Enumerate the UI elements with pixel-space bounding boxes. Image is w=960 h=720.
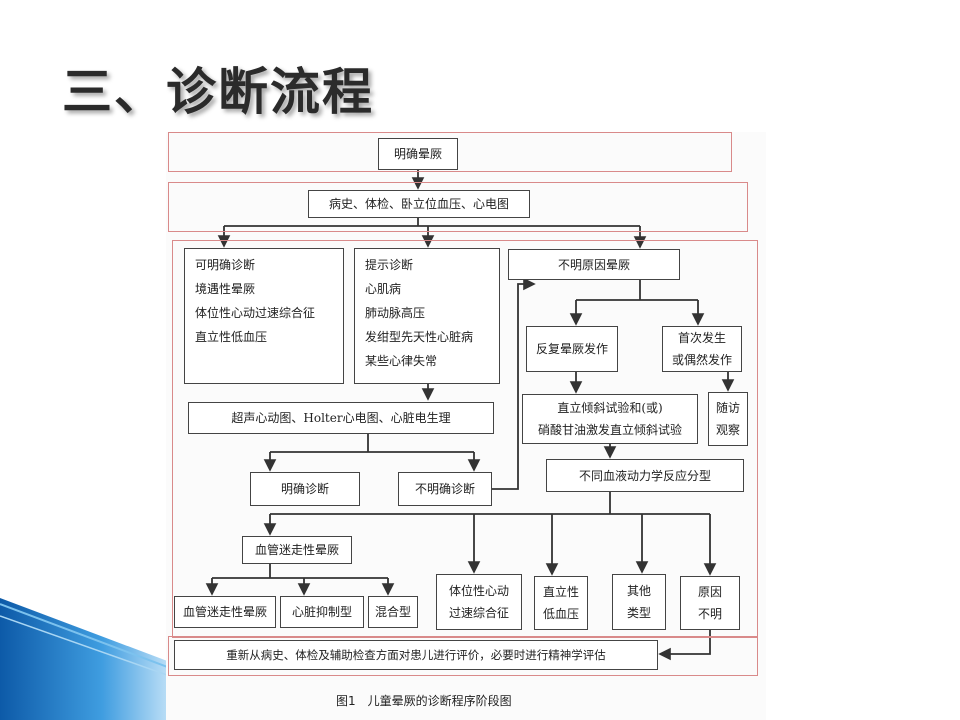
vasovagal-syncope-box: 血管迷走性晕厥 [242, 536, 352, 564]
definite-item: 体位性心动过速综合征 [195, 306, 316, 320]
unexplained-line: 原因 [697, 585, 722, 599]
tilt-test-line: 直立倾斜试验和(或) [557, 401, 663, 415]
followup-line: 观察 [715, 423, 740, 437]
history-exam-box: 病史、体检、卧立位血压、心电图 [308, 190, 530, 218]
first-episode-line: 首次发生 [677, 331, 726, 345]
other-types-line: 其他 [626, 584, 651, 598]
recurrent-syncope-box: 反复晕厥发作 [526, 326, 618, 372]
unexplained-box: 原因 不明 [680, 576, 740, 630]
other-types-line: 类型 [626, 606, 651, 620]
figure-caption: 图1 儿童晕厥的诊断程序阶段图 [336, 692, 596, 709]
stage-frame-1 [168, 132, 732, 172]
first-episode-line: 或偶然发作 [671, 353, 732, 367]
unclear-diagnosis-box: 不明确诊断 [398, 472, 492, 506]
figure-caption-text: 儿童晕厥的诊断程序阶段图 [367, 694, 512, 708]
definite-diagnosis-box: 可明确诊断 境遇性晕厥 体位性心动过速综合征 直立性低血压 [184, 248, 344, 384]
echo-holter-box: 超声心动图、Holter心电图、心脏电生理 [188, 402, 494, 434]
vvs-subtype-box: 心脏抑制型 [280, 596, 364, 628]
pots-line: 过速综合征 [448, 606, 509, 620]
first-episode-box: 首次发生 或偶然发作 [662, 326, 742, 372]
unexplained-line: 不明 [697, 607, 722, 621]
clear-diagnosis-box: 明确诊断 [250, 472, 360, 506]
definite-item: 境遇性晕厥 [195, 282, 256, 296]
stage-frame-2 [168, 182, 748, 232]
definite-diagnosis-title: 可明确诊断 [195, 258, 256, 272]
suggestive-item: 发绀型先天性心脏病 [365, 330, 474, 344]
stage-frame-4 [168, 636, 758, 676]
stage-frame-3 [172, 240, 758, 638]
definite-item: 直立性低血压 [195, 330, 268, 344]
followup-line: 随访 [715, 401, 740, 415]
figure-number: 图1 [336, 694, 356, 708]
re-evaluation-box: 重新从病史、体检及辅助检查方面对患儿进行评价，必要时进行精神学评估 [174, 640, 658, 670]
suggestive-item: 某些心律失常 [365, 354, 438, 368]
vvs-subtype-box: 血管迷走性晕厥 [174, 596, 276, 628]
pots-line: 体位性心动 [448, 584, 509, 598]
diagnosis-flowchart: 明确晕厥 病史、体检、卧立位血压、心电图 可明确诊断 境遇性晕厥 体位性心动过速… [166, 132, 766, 720]
tilt-test-box: 直立倾斜试验和(或) 硝酸甘油激发直立倾斜试验 [522, 394, 698, 444]
unknown-cause-box: 不明原因晕厥 [508, 249, 680, 280]
orthostatic-hypotension-box: 直立性 低血压 [534, 576, 588, 630]
pots-box: 体位性心动 过速综合征 [436, 574, 522, 630]
hemodynamic-type-box: 不同血液动力学反应分型 [546, 459, 744, 492]
slide-title: 三、诊断流程 [62, 63, 374, 121]
tilt-test-line: 硝酸甘油激发直立倾斜试验 [537, 423, 682, 437]
suggestive-item: 心肌病 [365, 282, 402, 296]
vvs-subtype-box: 混合型 [368, 596, 418, 628]
suggestive-diagnosis-box: 提示诊断 心肌病 肺动脉高压 发绀型先天性心脏病 某些心律失常 [354, 248, 500, 384]
suggestive-diagnosis-title: 提示诊断 [365, 258, 414, 272]
confirm-syncope-box: 明确晕厥 [378, 138, 458, 170]
suggestive-item: 肺动脉高压 [365, 306, 426, 320]
other-types-box: 其他 类型 [612, 574, 666, 630]
flowchart-connectors [205, 170, 735, 661]
orthostatic-hypotension-line: 直立性 [542, 585, 579, 599]
decorative-blue-wedge [0, 598, 170, 720]
orthostatic-hypotension-line: 低血压 [542, 607, 579, 621]
followup-box: 随访 观察 [708, 392, 748, 446]
